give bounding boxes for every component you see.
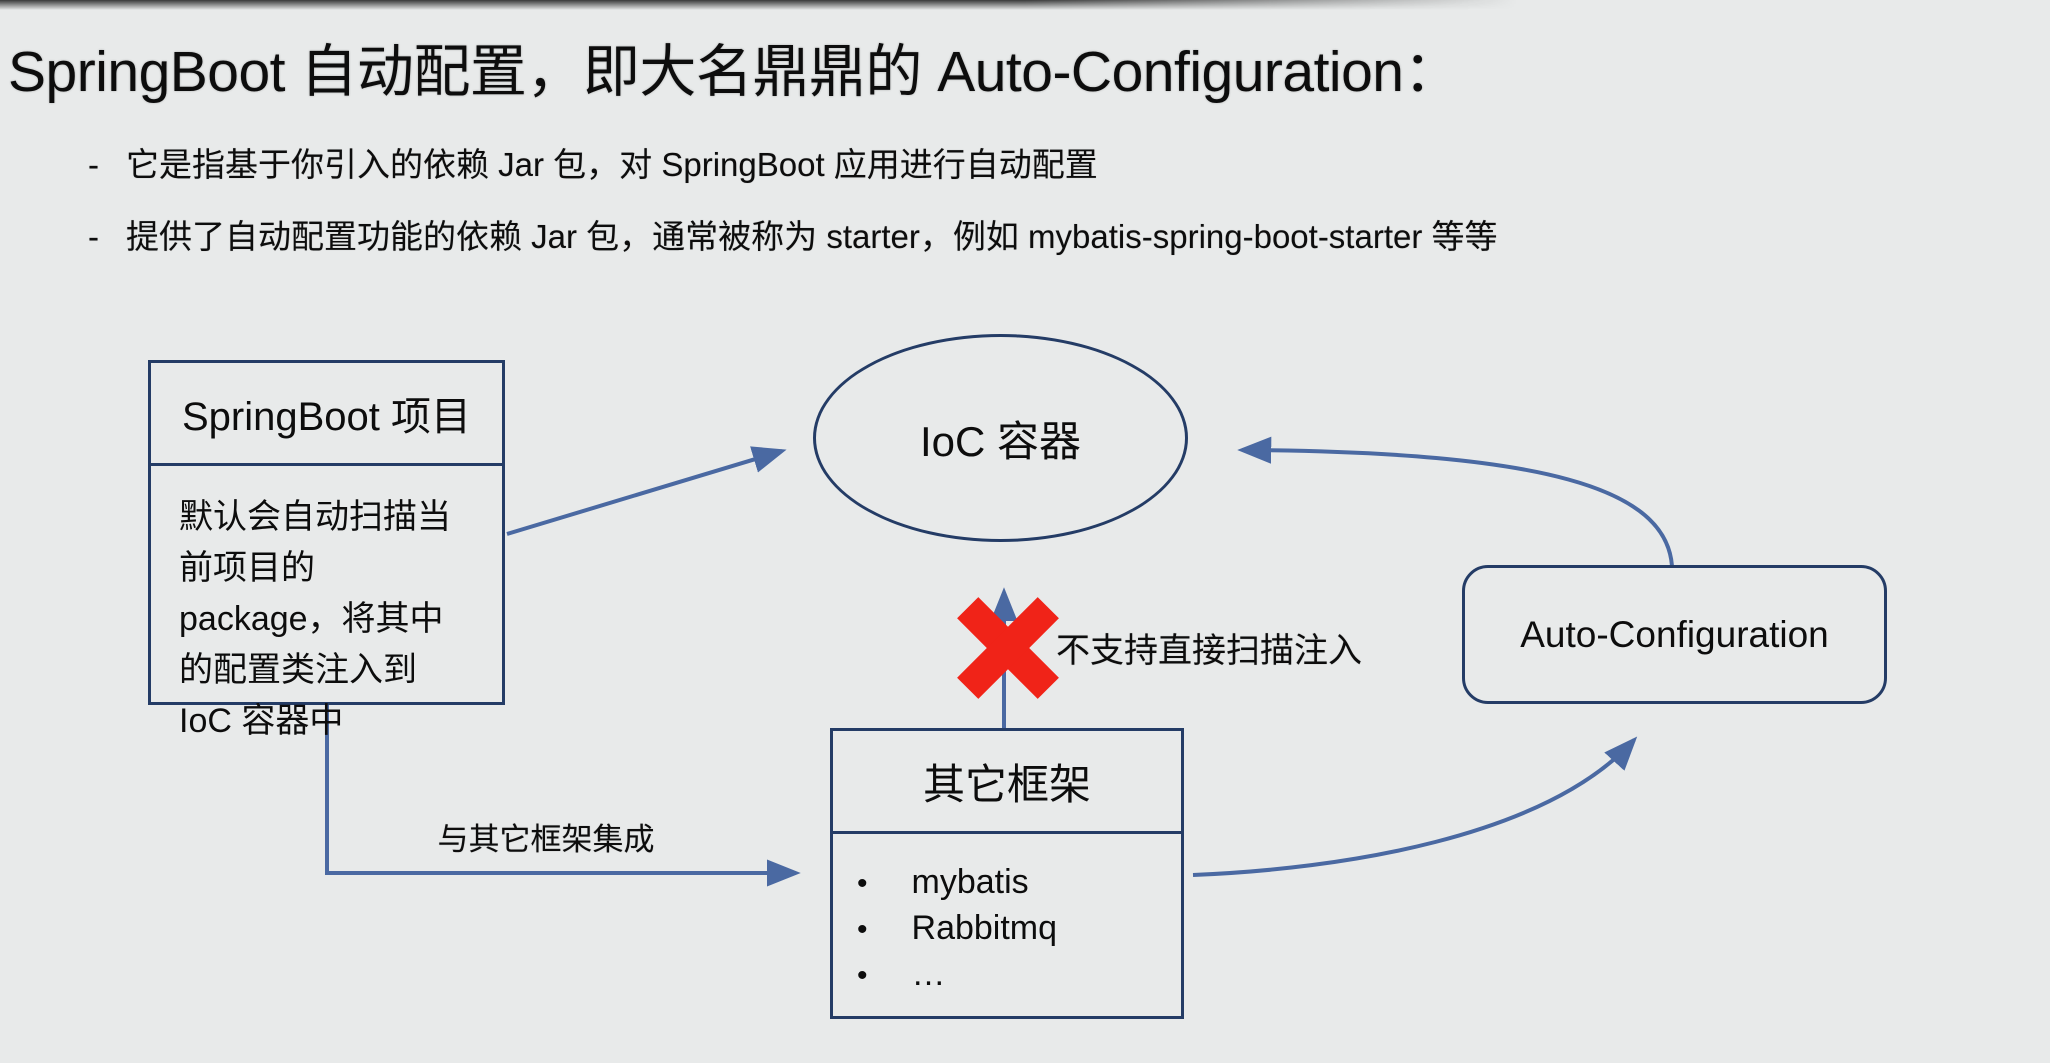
framework-name: …: [911, 955, 946, 993]
list-item: • …: [857, 952, 1181, 998]
framework-name: Rabbitmq: [911, 909, 1058, 947]
bullet-marker: -: [88, 218, 99, 255]
arrow-springboot-to-frameworks: [325, 704, 801, 887]
ioc-container-ellipse: IoC 容器: [813, 334, 1188, 542]
ioc-container-label: IoC 容器: [919, 417, 1082, 465]
auto-configuration-label: Auto-Configuration: [1520, 613, 1829, 655]
arrow-autoconfig-to-ioc: [1237, 436, 1674, 567]
list-item: • mybatis: [857, 860, 1181, 906]
list-bullet: •: [857, 959, 868, 992]
frameworks-list: • mybatis • Rabbitmq • …: [833, 834, 1181, 998]
page-title: SpringBoot 自动配置，即大名鼎鼎的 Auto-Configuratio…: [8, 40, 1460, 104]
list-bullet: •: [857, 867, 868, 900]
list-item: • Rabbitmq: [857, 906, 1181, 952]
bullet-text: 它是指基于你引入的依赖 Jar 包，对 SpringBoot 应用进行自动配置: [126, 146, 1098, 183]
arrow-frameworks-to-autoconfig: [1192, 736, 1638, 877]
bullet-marker: -: [88, 146, 99, 183]
springboot-project-description: 默认会自动扫描当前项目的 package，将其中的配置类注入到 IoC 容器中: [179, 498, 451, 740]
springboot-project-title: SpringBoot 项目: [151, 363, 502, 466]
auto-configuration-box: Auto-Configuration: [1462, 565, 1887, 704]
no-scan-edge-label: 不支持直接扫描注入: [1056, 632, 1362, 670]
list-bullet: •: [857, 913, 868, 946]
integration-edge-label: 与其它框架集成: [437, 822, 655, 857]
bullet-text: 提供了自动配置功能的依赖 Jar 包，通常被称为 starter，例如 myba…: [126, 218, 1498, 255]
bullet-item: - 提供了自动配置功能的依赖 Jar 包，通常被称为 starter，例如 my…: [88, 216, 1498, 257]
other-frameworks-box: 其它框架 • mybatis • Rabbitmq • …: [830, 728, 1184, 1019]
other-frameworks-title: 其它框架: [833, 731, 1181, 834]
arrow-springboot-to-ioc: [506, 446, 787, 536]
springboot-project-box: SpringBoot 项目 默认会自动扫描当前项目的 package，将其中的配…: [148, 360, 505, 740]
framework-name: mybatis: [911, 863, 1029, 901]
red-cross-icon: [957, 597, 1059, 699]
bullet-item: - 它是指基于你引入的依赖 Jar 包，对 SpringBoot 应用进行自动配…: [88, 144, 1098, 185]
